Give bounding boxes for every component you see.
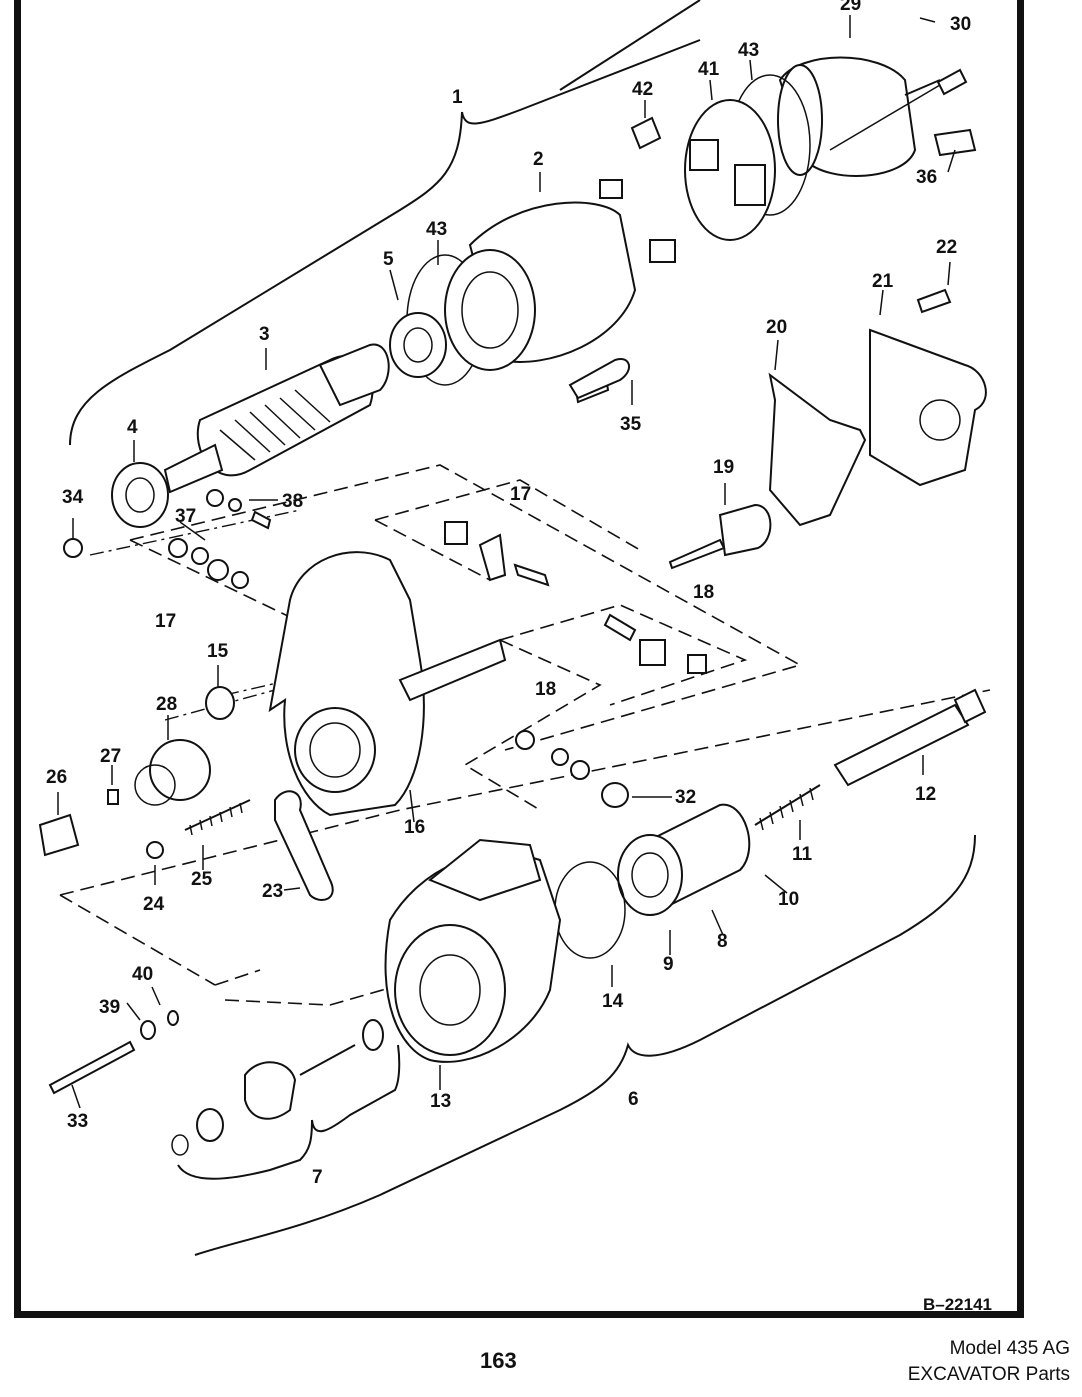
label-35: 35: [620, 414, 642, 435]
label-10: 10: [778, 889, 799, 910]
bracket-group-6: [194, 834, 976, 1256]
page-number: 163: [480, 1348, 517, 1373]
dashed-frame-18: [463, 604, 748, 811]
label-25: 25: [191, 869, 213, 890]
magnetic-switch-19: [668, 503, 772, 570]
label-21: 21: [872, 271, 894, 292]
label-29: 29: [840, 0, 861, 15]
label-17-upper: 17: [510, 484, 531, 505]
model-name: Model 435 AG: [949, 1338, 1070, 1359]
label-37: 37: [175, 506, 196, 527]
bracket-group-7: [177, 1044, 401, 1180]
label-17-lower: 17: [155, 611, 176, 632]
drive-parts-7: [171, 1019, 384, 1156]
bearing-4: [111, 462, 169, 528]
nut-34: [63, 538, 83, 558]
pinion-shaft-12: [833, 688, 987, 787]
label-9: 9: [663, 954, 674, 975]
cover-21: [869, 328, 987, 487]
bushing-15: [205, 686, 235, 720]
label-18-upper: 18: [693, 582, 714, 603]
label-33: 33: [67, 1111, 88, 1132]
spring-25: [184, 799, 251, 831]
label-15: 15: [207, 641, 229, 662]
label-36: 36: [916, 167, 937, 188]
washer-39: [140, 1020, 156, 1040]
label-5: 5: [383, 249, 394, 270]
leader-lines: [57, 15, 956, 1109]
drawing-reference-code: B–22141: [923, 1295, 992, 1314]
label-42: 42: [632, 79, 653, 100]
stud-36: [933, 128, 977, 157]
armature: [163, 343, 390, 494]
label-2: 2: [533, 149, 544, 170]
label-11: 11: [792, 844, 813, 865]
ring-40: [167, 1010, 179, 1026]
group-line-top: [559, 0, 701, 91]
bearing-5: [389, 312, 447, 378]
label-1: 1: [452, 87, 463, 108]
yoke-assembly: [444, 179, 676, 404]
bracket-group-1: [69, 39, 701, 446]
label-28: 28: [156, 694, 177, 715]
label-12: 12: [915, 784, 936, 805]
label-3: 3: [259, 324, 270, 345]
bolt-33: [48, 1040, 136, 1095]
screw-22: [916, 288, 952, 314]
end-cover: [777, 56, 941, 177]
label-19: 19: [713, 457, 734, 478]
label-16: 16: [404, 817, 425, 838]
label-20: 20: [766, 317, 787, 338]
label-43-upper: 43: [738, 40, 759, 61]
part-number-labels: 1 2 3 4 5 6 7 8 9 10 11 12 13 14 15 16 1…: [46, 0, 971, 1188]
coupling-26: [38, 813, 80, 857]
label-27: 27: [100, 746, 121, 767]
brush-holder-plate: [684, 99, 776, 241]
front-housing-13: [384, 838, 562, 1063]
label-8: 8: [717, 931, 728, 952]
brush-spring: [630, 116, 662, 150]
label-18-lower: 18: [535, 679, 556, 700]
diagram-frame: [14, 0, 1024, 1318]
label-13: 13: [430, 1091, 451, 1112]
label-38: 38: [282, 491, 303, 512]
housing-16: [268, 551, 507, 817]
clutch-assembly: [617, 803, 751, 916]
brush-parts-17: [168, 489, 550, 589]
dashed-frame-brush-holder: [129, 464, 803, 751]
dashed-frame-lower: [59, 689, 991, 1006]
label-24: 24: [143, 894, 165, 915]
label-14: 14: [602, 991, 624, 1012]
label-23: 23: [262, 881, 283, 902]
bushing-32: [601, 782, 629, 808]
cover-21-hole: [919, 399, 961, 441]
label-41: 41: [698, 59, 720, 80]
gasket-20: [768, 372, 867, 527]
label-32: 32: [675, 787, 696, 808]
label-7: 7: [312, 1167, 323, 1188]
terminal-35: [568, 358, 630, 400]
pin-27: [107, 789, 119, 805]
through-bolt-30: [904, 68, 968, 96]
o-ring-14: [554, 861, 626, 959]
lever-23: [274, 790, 334, 901]
label-4: 4: [127, 417, 138, 438]
label-30: 30: [950, 14, 971, 35]
gear-28: [134, 739, 211, 806]
label-26: 26: [46, 767, 67, 788]
label-40: 40: [132, 964, 153, 985]
label-43-lower: 43: [426, 219, 447, 240]
steel-ball-24: [146, 841, 164, 859]
dashed-frame-17: [374, 479, 641, 581]
label-34: 34: [62, 487, 84, 508]
label-39: 39: [99, 997, 120, 1018]
brush-parts-18: [515, 613, 707, 780]
spring-11: [754, 784, 821, 826]
document-title: EXCAVATOR Parts: [907, 1364, 1070, 1385]
label-6: 6: [628, 1089, 639, 1110]
label-22: 22: [936, 237, 957, 258]
